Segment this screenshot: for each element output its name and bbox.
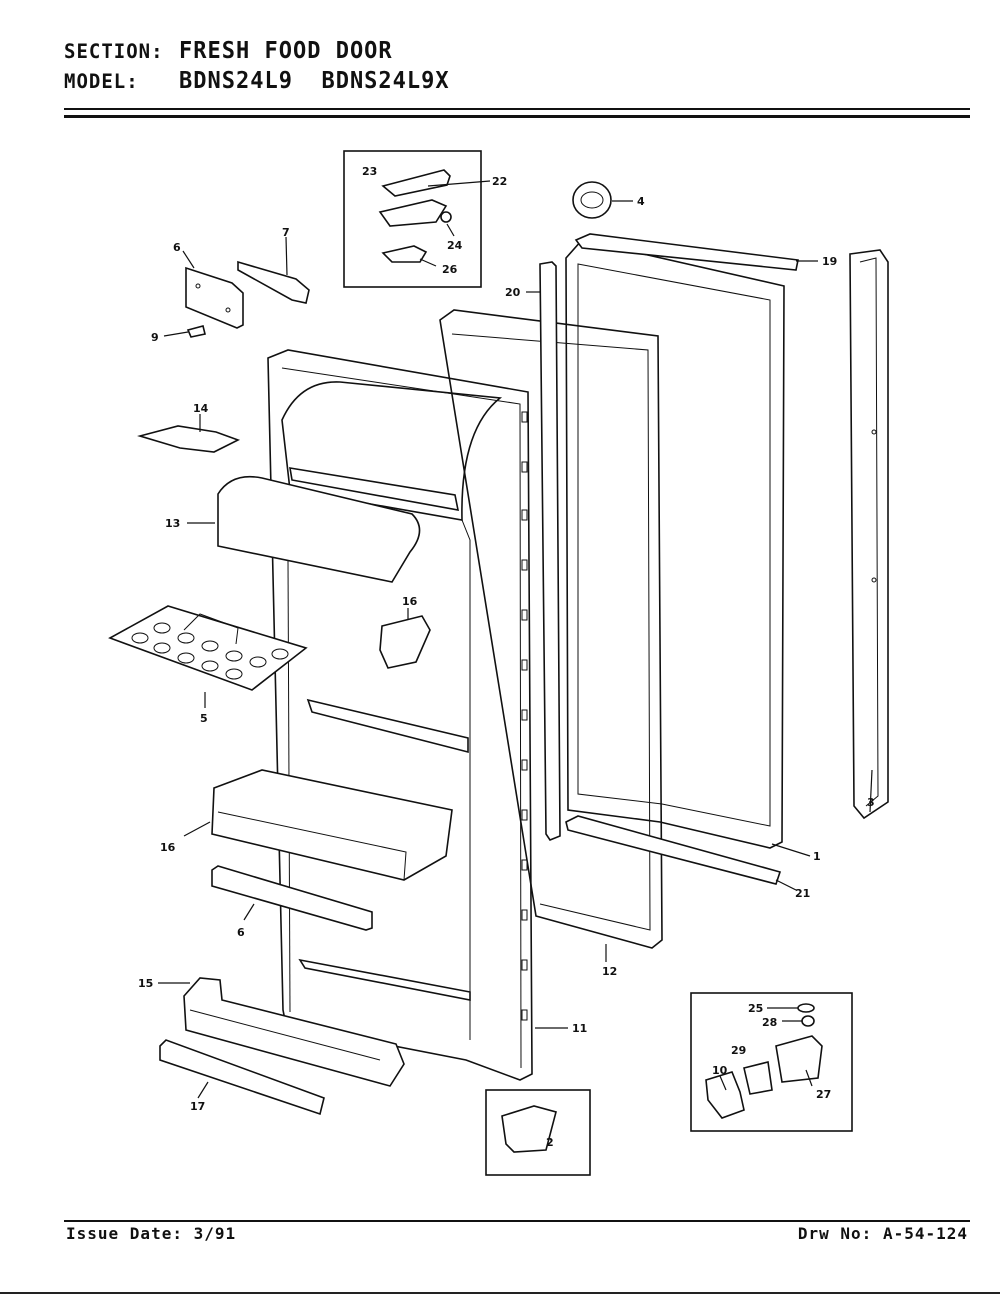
callout-28: 28 bbox=[762, 1016, 777, 1029]
drawing-number: Drw No: A-54-124 bbox=[797, 1224, 968, 1243]
part-17-trim: 17 bbox=[159, 1039, 325, 1116]
hinge-bushing-part bbox=[440, 211, 452, 223]
callout-11: 11 bbox=[572, 1022, 587, 1035]
callout-14: 14 bbox=[193, 402, 209, 415]
callout-25: 25 bbox=[748, 1002, 763, 1015]
section-value: FRESH FOOD DOOR bbox=[179, 38, 393, 65]
part-4-plug: 4 bbox=[572, 181, 645, 219]
part-5-egg-tray: 5 bbox=[108, 605, 308, 725]
header-rule-thin bbox=[64, 108, 970, 110]
parts-6-7-9: 7 6 9 bbox=[151, 226, 310, 344]
model-line: MODEL: BDNS24L9 BDNS24L9X bbox=[64, 66, 970, 98]
callout-16-bottom: 16 bbox=[160, 841, 176, 854]
callout-7: 7 bbox=[282, 226, 290, 239]
callout-5: 5 bbox=[200, 712, 208, 725]
callout-23: 23 bbox=[362, 165, 377, 178]
callout-21: 21 bbox=[795, 887, 810, 900]
callout-1: 1 bbox=[813, 850, 821, 863]
section-label: SECTION: bbox=[64, 40, 164, 64]
page-bottom-rule bbox=[0, 1292, 1000, 1294]
callout-9: 9 bbox=[151, 331, 159, 344]
callout-24: 24 bbox=[447, 239, 463, 252]
top-hinge-detail-box: 23 22 24 26 bbox=[343, 150, 507, 288]
part-13-dairy-door: 13 bbox=[165, 475, 421, 583]
model-label: MODEL: bbox=[64, 70, 139, 94]
callout-4: 4 bbox=[637, 195, 645, 208]
callout-19: 19 bbox=[822, 255, 837, 268]
callout-6-bottom: 6 bbox=[237, 926, 245, 939]
part-15-bottom-bin: 15 bbox=[138, 977, 405, 1087]
screw-part bbox=[186, 325, 206, 338]
part-16-bracket: 16 bbox=[379, 595, 431, 669]
part-3-handle-rail: 3 bbox=[849, 249, 889, 820]
hinge-bracket-part bbox=[185, 266, 244, 329]
diagram-header: SECTION: FRESH FOOD DOOR MODEL: BDNS24L9 B… bbox=[64, 36, 970, 96]
part-20-side-rail: 20 bbox=[505, 261, 561, 841]
section-line: SECTION: FRESH FOOD DOOR bbox=[64, 36, 970, 68]
callout-26: 26 bbox=[442, 263, 458, 276]
part-6-trim-strip: 6 bbox=[211, 865, 373, 939]
bottom-hinge-detail-box: 25 28 29 10 27 bbox=[690, 992, 853, 1132]
part-1-door-panel: 1 bbox=[565, 239, 821, 863]
callout-2: 2 bbox=[546, 1136, 554, 1149]
door-liner-part-11: 11 bbox=[267, 349, 587, 1081]
hinge-bracket-lower-part bbox=[775, 1035, 823, 1083]
hinge-pin-part bbox=[743, 1061, 773, 1095]
callout-29: 29 bbox=[731, 1044, 746, 1057]
handle-part bbox=[237, 260, 310, 304]
part-2-detail-box: 2 bbox=[485, 1089, 591, 1176]
part-19-top-channel: 19 bbox=[574, 233, 837, 271]
part-21-bottom-channel: 21 bbox=[565, 815, 810, 900]
hinge-part bbox=[378, 199, 448, 227]
header-rule-thick bbox=[64, 115, 970, 118]
callout-12: 12 bbox=[602, 965, 617, 978]
part-16-door-bin: 16 bbox=[160, 769, 453, 881]
hinge-cover-part bbox=[381, 169, 451, 197]
hinge-shim-part bbox=[381, 245, 428, 263]
callout-13: 13 bbox=[165, 517, 180, 530]
callout-22: 22 bbox=[492, 175, 507, 188]
part-14-cover: 14 bbox=[137, 402, 241, 453]
model-value: BDNS24L9 BDNS24L9X bbox=[179, 68, 450, 95]
callout-20: 20 bbox=[505, 286, 521, 299]
hinge-plate-part bbox=[705, 1071, 745, 1119]
callout-3: 3 bbox=[867, 796, 875, 809]
callout-15: 15 bbox=[138, 977, 153, 990]
callout-16-top: 16 bbox=[402, 595, 418, 608]
callout-17: 17 bbox=[190, 1100, 205, 1113]
footer-rule bbox=[64, 1220, 970, 1222]
callout-27: 27 bbox=[816, 1088, 831, 1101]
callout-10: 10 bbox=[712, 1064, 728, 1077]
callout-6-top: 6 bbox=[173, 241, 181, 254]
issue-date: Issue Date: 3/91 bbox=[66, 1224, 237, 1243]
